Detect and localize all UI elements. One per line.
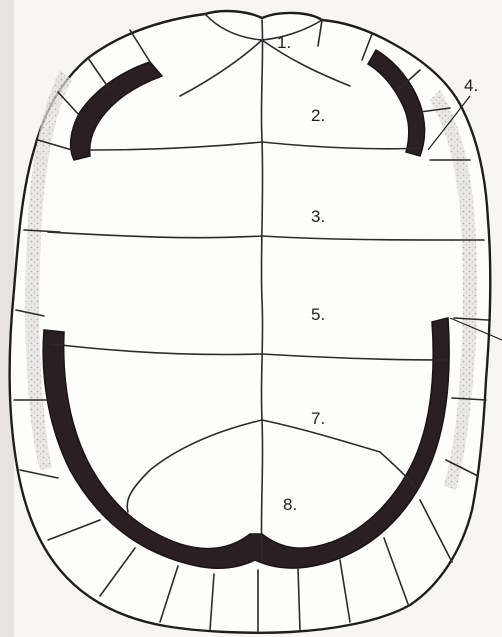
label-5: 5.: [311, 305, 325, 324]
label-2: 2.: [311, 106, 325, 125]
label-3: 3.: [311, 207, 325, 226]
label-1: 1.: [277, 33, 291, 52]
label-4: 4.: [464, 76, 478, 95]
label-7: 7.: [311, 409, 325, 428]
label-8: 8.: [283, 495, 297, 514]
